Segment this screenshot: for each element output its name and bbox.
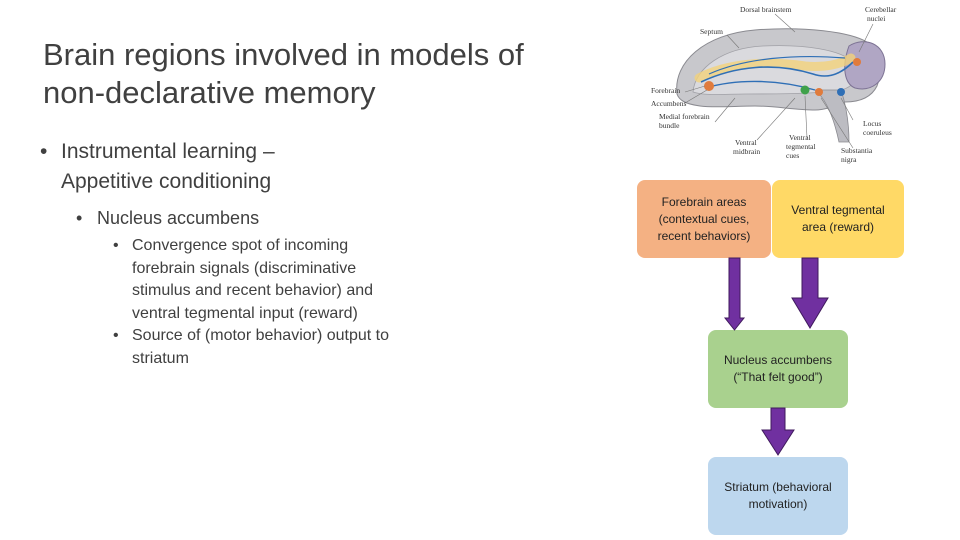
bullet2-text: Nucleus accumbens xyxy=(97,208,260,228)
box-line: recent behaviors) xyxy=(657,228,751,243)
locus-coeruleus-nucleus xyxy=(837,88,845,96)
bullet-dot: • xyxy=(40,140,48,163)
sub-bullet-line: forebrain signals (discriminative xyxy=(132,259,357,277)
label-medial-forebrain-bundle: Medial forebrain xyxy=(659,112,710,121)
accumbens-nucleus xyxy=(704,81,714,91)
sub-bullet-line: stimulus and recent behavior) and xyxy=(132,282,374,299)
sub-bullet-convergence: • Convergence spot of incoming forebrain… xyxy=(40,235,460,325)
title-line-2: non-declarative memory xyxy=(43,75,376,110)
sub-bullet-line: striatum xyxy=(132,349,189,367)
box-line: area (reward) xyxy=(801,220,875,234)
title-line-1: Brain regions involved in models of xyxy=(43,37,524,72)
label-ventral-tegmental-cues: tegmental xyxy=(786,142,816,151)
bullet-dot: • xyxy=(113,237,119,254)
bullet-instrumental-learning: • Instrumental learning – Appetitive con… xyxy=(40,137,460,197)
bullet-nucleus-accumbens: • Nucleus accumbens xyxy=(40,205,460,231)
nucleus-accumbens-box: Nucleus accumbens (“That felt good”) xyxy=(708,330,848,408)
bullet-dot: • xyxy=(113,327,119,344)
box-line: (contextual cues, xyxy=(658,211,750,226)
label-cerebellar-nuclei: nuclei xyxy=(867,14,885,23)
label-dorsal-brainstem: Dorsal brainstem xyxy=(740,5,792,14)
label-substantia-nigra: Substantia xyxy=(841,146,873,155)
substantia-nigra-nucleus xyxy=(815,88,823,96)
sub-bullet-line: ventral tegmental input (reward) xyxy=(132,304,358,322)
sub-bullet-source: • Source of (motor behavior) output to s… xyxy=(40,325,460,370)
box-line: Striatum (behavioral xyxy=(724,480,832,494)
fiber-tract xyxy=(708,55,846,75)
label-ventral-tegmental-cues: Ventral xyxy=(789,133,811,142)
cerebellum-shape xyxy=(844,41,886,90)
arrow-accumbens-to-striatum xyxy=(761,407,795,456)
label-ventral-tegmental-cues: cues xyxy=(786,151,799,160)
bullet-dot: • xyxy=(76,208,83,228)
sub-bullet-list: • Convergence spot of incoming forebrain… xyxy=(40,235,460,370)
label-septum: Septum xyxy=(700,27,723,36)
label-ventral-midbrain: Ventral xyxy=(735,138,757,147)
box-line: Nucleus accumbens xyxy=(723,353,833,367)
label-forebrain: Forebrain xyxy=(651,86,680,95)
label-medial-forebrain-bundle: bundle xyxy=(659,121,680,130)
striatum-box: Striatum (behavioral motivation) xyxy=(708,457,848,535)
label-accumbens: Accumbens xyxy=(651,99,686,108)
arrow-vta-to-accumbens xyxy=(791,257,829,329)
label-locus-coeruleus: coeruleus xyxy=(863,128,892,137)
cerebellar-nucleus xyxy=(853,58,861,66)
brain-sagittal-figure: Dorsal brainstem Cerebellar nuclei Septu… xyxy=(651,5,897,164)
bullet1-line-1: Instrumental learning – xyxy=(61,140,275,163)
leader-lines xyxy=(684,13,874,149)
label-substantia-nigra: nigra xyxy=(841,155,857,164)
box-line: Forebrain areas xyxy=(661,194,747,209)
slide-title: Brain regions involved in models of non-… xyxy=(43,36,603,112)
box-line: (“That felt good”) xyxy=(733,370,823,384)
bullet1-line-2: Appetitive conditioning xyxy=(61,170,272,193)
forebrain-areas-box: Forebrain areas (contextual cues, recent… xyxy=(637,180,771,258)
ventral-tegmental-nucleus xyxy=(800,85,810,95)
label-ventral-midbrain: midbrain xyxy=(733,147,760,156)
label-cerebellar-nuclei: Cerebellar xyxy=(865,5,897,14)
bullet-list: • Instrumental learning – Appetitive con… xyxy=(40,137,460,370)
label-locus-coeruleus: Locus xyxy=(863,119,881,128)
fiber-tract xyxy=(700,61,854,83)
sub-bullet-line: Convergence spot of incoming xyxy=(132,237,349,254)
box-line: Ventral tegmental xyxy=(791,203,885,217)
arrow-forebrain-to-accumbens xyxy=(723,257,746,331)
sub-bullet-line: Source of (motor behavior) output to xyxy=(132,327,390,344)
ventral-tegmental-area-box: Ventral tegmental area (reward) xyxy=(772,180,904,258)
box-line: motivation) xyxy=(748,497,808,511)
